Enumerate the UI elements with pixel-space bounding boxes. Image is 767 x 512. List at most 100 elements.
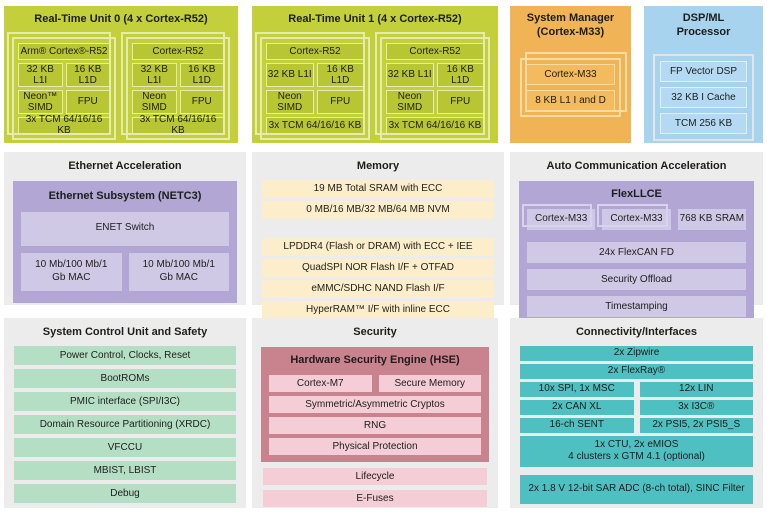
lin-label: 12x LIN — [639, 381, 753, 397]
simd-label: Neon SIMD — [386, 89, 434, 114]
r52-cluster-1: Cortex-R52 32 KB L1I 16 KB L1D Neon SIMD… — [121, 31, 230, 140]
block-auto-comm-acceleration: Auto Communication Acceleration FlexLLCE… — [510, 152, 763, 324]
flexllce-cores-row: Cortex-M33 Cortex-M33 768 KB SRAM — [521, 203, 746, 230]
block-memory: Memory 19 MB Total SRAM with ECC 0 MB/16… — [252, 152, 504, 319]
simd-fpu-row: Neon™ SIMD FPU — [18, 89, 110, 114]
ethernet-title: Ethernet Acceleration — [68, 160, 182, 172]
cryptos-label: Symmetric/Asymmetric Cryptos — [269, 395, 481, 413]
vfccu-label: VFCCU — [14, 437, 236, 457]
fpu-label: FPU — [436, 89, 484, 114]
tcm-label: 3x TCM 64/16/16 KB — [386, 116, 484, 134]
connectivity-rows: 2x Zipwire 2x FlexRay® 10x SPI, 1x MSC 1… — [520, 345, 753, 504]
scu-rows: Power Control, Clocks, Reset BootROMs PM… — [14, 345, 236, 503]
simd-label: Neon SIMD — [266, 89, 314, 114]
fp-vector-dsp-label: FP Vector DSP — [660, 60, 747, 82]
ethernet-subsystem-box: Ethernet Subsystem (NETC3) ENET Switch 1… — [13, 180, 237, 303]
lifecycle-label: Lifecycle — [263, 467, 487, 485]
can-xl-label: 2x CAN XL — [520, 399, 634, 415]
cortex-m7-label: Cortex-M7 — [269, 374, 372, 392]
i3c-label: 3x I3C® — [639, 399, 753, 415]
tcm-label: 3x TCM 64/16/16 KB — [18, 114, 110, 136]
core-label: Cortex-M33 — [526, 63, 615, 85]
zipwire-label: 2x Zipwire — [520, 345, 753, 361]
simd-label: Neon SIMD — [132, 89, 177, 114]
scu-title: System Control Unit and Safety — [42, 326, 208, 338]
emmc-label: eMMC/SDHC NAND Flash I/F — [262, 279, 494, 298]
xrdc-label: Domain Resource Partitioning (XRDC) — [14, 414, 236, 434]
lpddr4-label: LPDDR4 (Flash or DRAM) with ECC + IEE — [262, 237, 494, 256]
system-manager-title: System Manager (Cortex-M33) — [526, 12, 615, 38]
fpu-label: FPU — [65, 89, 110, 114]
mac-label-right: 10 Mb/100 Mb/1 Gb MAC — [128, 252, 229, 291]
cache-row: 32 KB L1I 16 KB L1D — [386, 62, 484, 87]
sar-adc-label: 2x 1.8 V 12-bit SAR ADC (8-ch total), SI… — [520, 474, 753, 504]
flexcan-label: 24x FlexCAN FD — [527, 241, 746, 263]
block-connectivity-interfaces: Connectivity/Interfaces 2x Zipwire 2x Fl… — [510, 318, 763, 508]
flexllce-title: FlexLLCE — [611, 187, 662, 200]
memory-group-spacer — [262, 222, 494, 235]
r52-cluster-1: Cortex-R52 32 KB L1I 16 KB L1D Neon SIMD… — [375, 31, 490, 140]
block-dsp-ml: DSP/ML Processor FP Vector DSP 32 KB I C… — [644, 6, 763, 143]
block-rtu1: Real-Time Unit 1 (4 x Cortex-R52) Cortex… — [252, 6, 498, 143]
dsp-frame: FP Vector DSP 32 KB I Cache TCM 256 KB — [653, 53, 754, 141]
rtu0-title: Real-Time Unit 0 (4 x Cortex-R52) — [34, 13, 208, 25]
memory-title: Memory — [356, 160, 400, 172]
block-system-manager: System Manager (Cortex-M33) Cortex-M33 8… — [510, 6, 631, 143]
memory-rows: 19 MB Total SRAM with ECC 0 MB/16 MB/32 … — [262, 179, 494, 319]
rtu0-clusters: Arm® Cortex®-R52 32 KB L1I 16 KB L1D Neo… — [7, 31, 230, 140]
block-rtu0: Real-Time Unit 0 (4 x Cortex-R52) Arm® C… — [4, 6, 238, 143]
block-security: Security Hardware Security Engine (HSE) … — [252, 318, 498, 508]
rtu1-title: Real-Time Unit 1 (4 x Cortex-R52) — [288, 13, 462, 25]
cache-row: 32 KB L1I 16 KB L1D — [266, 62, 364, 87]
dsp-title: DSP/ML Processor — [676, 12, 731, 38]
mbist-lbist-label: MBIST, LBIST — [14, 460, 236, 480]
l1d-cache-label: 16 KB L1D — [65, 62, 110, 87]
hyperram-label: HyperRAM™ I/F with inline ECC — [262, 300, 494, 319]
bootroms-label: BootROMs — [14, 368, 236, 388]
core-label: Cortex-R52 — [132, 42, 224, 60]
ctu-emios-gtm-label: 1x CTU, 2x eMIOS 4 clusters x GTM 4.1 (o… — [520, 435, 753, 467]
secure-memory-label: Secure Memory — [378, 374, 481, 392]
flexray-label: 2x FlexRay® — [520, 363, 753, 379]
core-label: Arm® Cortex®-R52 — [18, 42, 110, 60]
sram-cell: 768 KB SRAM — [677, 208, 746, 230]
block-system-control-safety: System Control Unit and Safety Power Con… — [4, 318, 246, 508]
hse-title: Hardware Security Engine (HSE) — [290, 353, 460, 366]
quadspi-label: QuadSPI NOR Flash I/F + OTFAD — [262, 258, 494, 277]
fpu-label: FPU — [316, 89, 364, 114]
l1i-cache-label: 32 KB L1I — [386, 62, 434, 87]
r52-cluster-0: Arm® Cortex®-R52 32 KB L1I 16 KB L1D Neo… — [7, 31, 116, 140]
l1d-cache-label: 16 KB L1D — [316, 62, 364, 87]
simd-fpu-row: Neon SIMD FPU — [386, 89, 484, 114]
debug-label: Debug — [14, 483, 236, 503]
security-extra-rows: Lifecycle E-Fuses — [263, 467, 487, 507]
core-label: Cortex-R52 — [386, 42, 484, 60]
connectivity-title: Connectivity/Interfaces — [575, 326, 698, 338]
psi5-label: 2x PSI5, 2x PSI5_S — [639, 417, 753, 433]
tcm-label: 3x TCM 64/16/16 KB — [132, 114, 224, 136]
mac-label-left: 10 Mb/100 Mb/1 Gb MAC — [21, 252, 122, 291]
l1d-cache-label: 16 KB L1D — [179, 62, 224, 87]
l1-cache-label: 8 KB L1 I and D — [526, 89, 615, 111]
timestamping-label: Timestamping — [527, 295, 746, 317]
l1i-cache-label: 32 KB L1I — [266, 62, 314, 87]
simd-fpu-row: Neon SIMD FPU — [266, 89, 364, 114]
tcm-label: TCM 256 KB — [660, 112, 747, 134]
spi-lin-row: 10x SPI, 1x MSC 12x LIN — [520, 381, 753, 397]
cortex-m33-cell-b: Cortex-M33 — [597, 203, 671, 230]
enet-switch-label: ENET Switch — [21, 211, 229, 246]
cache-row: 32 KB L1I 16 KB L1D — [132, 62, 224, 87]
m33-cluster: Cortex-M33 8 KB L1 I and D — [520, 51, 627, 117]
security-title: Security — [353, 326, 397, 338]
ethernet-subsystem-title: Ethernet Subsystem (NETC3) — [48, 189, 202, 202]
sent-label: 16-ch SENT — [520, 417, 634, 433]
pmic-interface-label: PMIC interface (SPI/I3C) — [14, 391, 236, 411]
can-i3c-row: 2x CAN XL 3x I3C® — [520, 399, 753, 415]
core-label: Cortex-R52 — [266, 42, 364, 60]
tcm-label: 3x TCM 64/16/16 KB — [266, 116, 364, 134]
l1i-cache-label: 32 KB L1I — [18, 62, 63, 87]
block-ethernet-acceleration: Ethernet Acceleration Ethernet Subsystem… — [4, 152, 246, 305]
security-offload-label: Security Offload — [527, 268, 746, 290]
rtu1-clusters: Cortex-R52 32 KB L1I 16 KB L1D Neon SIMD… — [255, 31, 490, 140]
